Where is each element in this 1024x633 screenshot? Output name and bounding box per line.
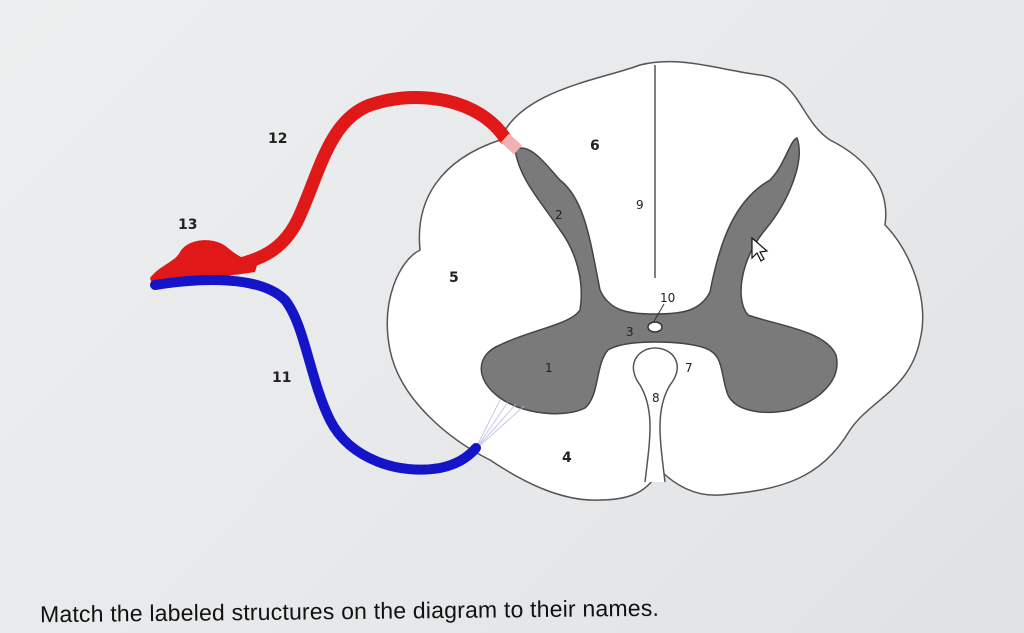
central-canal — [647, 321, 663, 333]
label-5: 5 — [449, 270, 459, 286]
label-13: 13 — [178, 217, 197, 233]
cursor-arrow-icon — [751, 236, 769, 262]
label-9: 9 — [636, 198, 644, 212]
ventral-rootlets — [474, 399, 525, 451]
label-12: 12 — [268, 131, 287, 147]
dorsal-root — [213, 90, 512, 275]
label-6: 6 — [590, 138, 600, 154]
dorsal-root-ganglion — [150, 240, 258, 285]
dorsal-root-entry — [500, 133, 523, 155]
pointer-line-10 — [652, 303, 665, 324]
ventral-root — [150, 275, 481, 475]
label-4: 4 — [562, 450, 572, 466]
anterior-median-fissure — [632, 347, 678, 483]
label-7: 7 — [685, 361, 693, 375]
label-3: 3 — [626, 325, 634, 339]
label-10: 10 — [660, 291, 675, 305]
label-11: 11 — [272, 370, 291, 386]
label-2: 2 — [555, 208, 563, 222]
label-8: 8 — [652, 391, 660, 405]
label-1: 1 — [545, 361, 553, 375]
gray-matter — [480, 137, 838, 415]
